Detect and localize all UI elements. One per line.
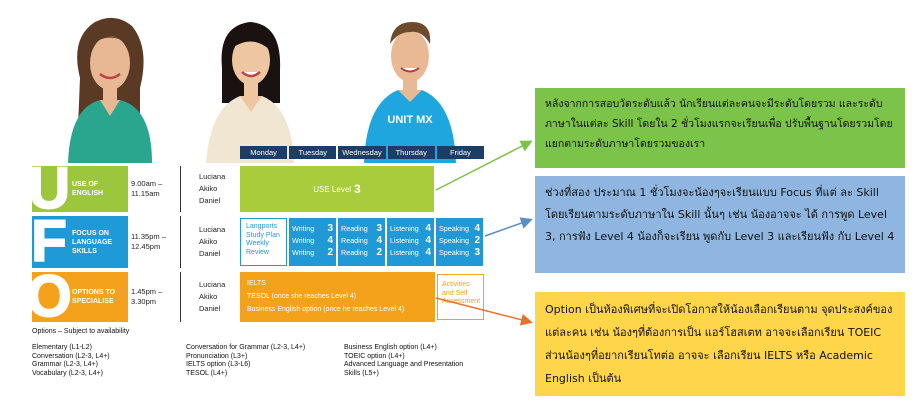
- letter-o: O: [25, 264, 72, 329]
- focus-students: Luciana Akiko Daniel: [180, 216, 236, 268]
- focus-time: 11.35pm – 12.45pm: [131, 232, 166, 251]
- options-footer-heading: Options – Subject to availability: [32, 328, 130, 335]
- student-name: Daniel: [199, 304, 221, 313]
- student-name: Akiko: [199, 237, 218, 246]
- options-list-2: Conversation for Grammar (L2-3, L4+)Pron…: [186, 344, 306, 377]
- student-photo-luciana: [60, 8, 160, 163]
- focus-skills-label: FOCUS ON LANGUAGE SKILLS: [72, 229, 113, 255]
- use-time: 9.00am – 11.15am: [131, 179, 163, 198]
- options-schedule-cell: IELTS TESOL (once she reaches Level 4) B…: [240, 272, 435, 322]
- day-thursday: Thursday: [387, 146, 435, 159]
- student-name: Daniel: [199, 196, 221, 205]
- student-name: Luciana: [199, 172, 226, 181]
- letter-u: U: [27, 156, 71, 221]
- options-list-3: Business English option (L4+)TOEIC optio…: [344, 344, 464, 377]
- options-label: OPTIONS TO SPECIALISE: [72, 289, 116, 305]
- callout-options: Option เป็นห้องพิเศษที่จะเปิดโอกาสให้น้อ…: [535, 292, 905, 396]
- weekday-header: Monday Tuesday Wednesday Thursday Friday: [240, 146, 485, 159]
- activities-self-assessment: Activities and Self Assessment: [437, 274, 484, 320]
- use-of-english-label: USE OF ENGLISH: [72, 181, 104, 197]
- use-students: Luciana Akiko Daniel: [180, 166, 236, 212]
- use-of-english-block: U USE OF ENGLISH: [27, 156, 128, 221]
- student-photo-daniel: UNIT MX: [360, 8, 460, 163]
- student-name: Akiko: [199, 184, 218, 193]
- day-friday: Friday: [436, 146, 485, 159]
- student-name: Akiko: [199, 292, 218, 301]
- options-list-1: Elementary (L1-L2)Conversation (L2-3, L4…: [32, 344, 110, 377]
- arrow-blue: [484, 217, 533, 237]
- focus-skills-block: F FOCUS ON LANGUAGE SKILLS: [30, 209, 128, 274]
- day-wednesday: Wednesday: [338, 146, 386, 159]
- tshirt-print: UNIT MX: [387, 114, 433, 126]
- day-monday: Monday: [240, 146, 288, 159]
- student-name: Luciana: [199, 280, 226, 289]
- student-name: Luciana: [199, 225, 226, 234]
- callout-focus-skills: ช่วงที่สอง ประมาณ 1 ชั่วโมงจะน้องๆจะเรีย…: [535, 176, 905, 273]
- options-students: Luciana Akiko Daniel: [180, 272, 236, 322]
- langports-study-plan: Langports Study Plan Weekly Review: [240, 218, 287, 266]
- day-tuesday: Tuesday: [289, 146, 337, 159]
- student-photo-akiko: [200, 8, 300, 163]
- options-block: O OPTIONS TO SPECIALISE: [25, 264, 128, 329]
- callout-use-of-english: หลังจากการสอบวัดระดับแล้ว นักเรียนแต่ละค…: [535, 88, 905, 168]
- options-time: 1.45pm – 3.30pm: [131, 287, 163, 306]
- letter-f: F: [30, 209, 67, 274]
- student-name: Daniel: [199, 249, 221, 258]
